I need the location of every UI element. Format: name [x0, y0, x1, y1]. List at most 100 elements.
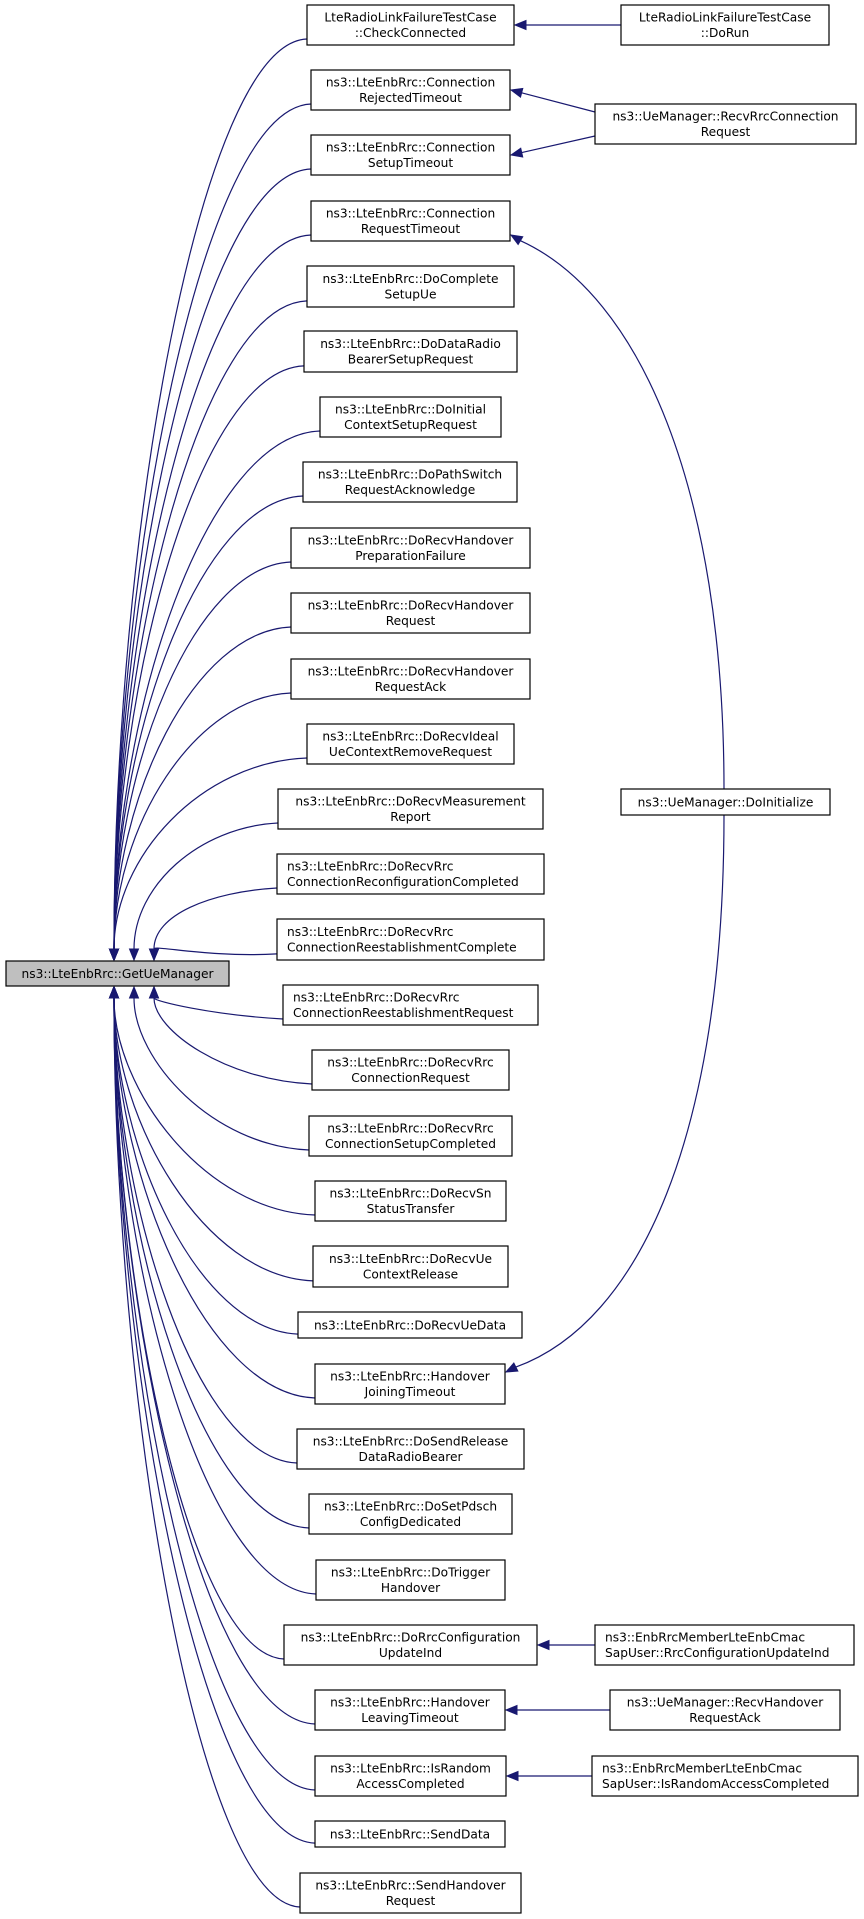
node-label-line: ns3::LteEnbRrc::GetUeManager [22, 967, 215, 981]
node-box [310, 69, 511, 111]
graph-node-do-recv-ue-data[interactable]: ns3::LteEnbRrc::DoRecvUeData [297, 1311, 523, 1339]
node-box [314, 1820, 506, 1848]
node-box [310, 134, 511, 176]
node-label-line: ns3::LteEnbRrc::DoRecvUe [329, 1252, 492, 1266]
graph-node-do-recv-ho-prep-fail[interactable]: ns3::LteEnbRrc::DoRecvHandoverPreparatio… [290, 527, 531, 569]
node-label-line: ::DoRun [701, 26, 749, 40]
node-box [594, 1624, 855, 1666]
node-label-line: ns3::LteEnbRrc::DoRecvHandover [308, 665, 515, 679]
arrowhead-icon [509, 234, 524, 246]
graph-node-ue-mgr-do-initialize[interactable]: ns3::UeManager::DoInitialize [620, 788, 831, 816]
graph-node-do-recv-rrc-conn-request[interactable]: ns3::LteEnbRrc::DoRecvRrcConnectionReque… [311, 1049, 510, 1091]
node-label-line: LteRadioLinkFailureTestCase [639, 11, 811, 25]
node-label-line: ConnectionReestablishmentRequest [293, 1006, 514, 1020]
graph-node-do-initial-context[interactable]: ns3::LteEnbRrc::DoInitialContextSetupReq… [319, 396, 502, 438]
node-label-line: ns3::LteEnbRrc::Handover [330, 1370, 491, 1384]
node-label-line: ns3::LteEnbRrc::Connection [326, 141, 495, 155]
edge-ue-mgr-do-initialize-to-conn-request-timeout [520, 240, 725, 790]
node-box [306, 4, 515, 46]
node-box [5, 960, 230, 987]
node-label-line: ConnectionReconfigurationCompleted [287, 875, 519, 889]
node-box [594, 103, 857, 145]
node-box [310, 200, 511, 242]
graph-node-do-run[interactable]: LteRadioLinkFailureTestCase::DoRun [620, 4, 830, 46]
edge-check-connected-to-root [113, 38, 308, 950]
node-box [314, 1755, 507, 1797]
graph-node-do-path-switch[interactable]: ns3::LteEnbRrc::DoPathSwitchRequestAckno… [302, 461, 518, 503]
edges-layer [108, 19, 725, 1908]
graph-node-check-connected[interactable]: LteRadioLinkFailureTestCase::CheckConnec… [306, 4, 515, 46]
node-label-line: UpdateInd [379, 1646, 442, 1660]
node-label-line: SapUser::IsRandomAccessCompleted [602, 1777, 829, 1791]
graph-node-do-recv-rrc-reconfig[interactable]: ns3::LteEnbRrc::DoRecvRrcConnectionRecon… [276, 853, 545, 895]
node-label-line: ns3::UeManager::RecvRrcConnection [612, 110, 838, 124]
edge-conn-rejected-timeout-to-root [113, 103, 312, 950]
graph-node-conn-rejected-timeout[interactable]: ns3::LteEnbRrc::ConnectionRejectedTimeou… [310, 69, 511, 111]
node-label-line: ConnectionRequest [351, 1071, 470, 1085]
node-label-line: ContextRelease [363, 1268, 458, 1282]
arrowhead-icon [505, 1770, 519, 1782]
graph-node-is-random-access[interactable]: ns3::LteEnbRrc::IsRandomAccessCompleted [314, 1755, 507, 1797]
edge-ho-joining-timeout-to-root [113, 997, 316, 1399]
node-box [290, 527, 531, 569]
node-label-line: SetupTimeout [368, 156, 453, 170]
node-box [296, 1428, 525, 1470]
graph-node-do-recv-rrc-setup-completed[interactable]: ns3::LteEnbRrc::DoRecvRrcConnectionSetup… [308, 1115, 513, 1157]
node-label-line: ns3::LteEnbRrc::DoRecvSn [329, 1187, 491, 1201]
edge-do-recv-ideal-ue-ctx-to-root [113, 757, 308, 950]
node-box [303, 330, 518, 373]
graph-node-do-data-radio-bearer[interactable]: ns3::LteEnbRrc::DoDataRadioBearerSetupRe… [303, 330, 518, 373]
node-label-line: ContextSetupRequest [344, 418, 477, 432]
graph-node-do-send-release-drb[interactable]: ns3::LteEnbRrc::DoSendReleaseDataRadioBe… [296, 1428, 525, 1470]
graph-node-do-recv-rrc-reest-complete[interactable]: ns3::LteEnbRrc::DoRecvRrcConnectionReest… [276, 918, 545, 961]
graph-node-cmac-is-random-access[interactable]: ns3::EnbRrcMemberLteEnbCmacSapUser::IsRa… [591, 1755, 859, 1797]
arrowhead-icon [128, 948, 140, 962]
arrowhead-icon [509, 147, 524, 158]
node-label-line: ns3::LteEnbRrc::SendData [330, 1827, 490, 1841]
node-box [620, 788, 831, 816]
graph-node-send-data[interactable]: ns3::LteEnbRrc::SendData [314, 1820, 506, 1848]
node-label-line: ns3::LteEnbRrc::DoRecvHandover [308, 534, 515, 548]
node-box [297, 1311, 523, 1339]
node-box [311, 1049, 510, 1091]
node-box [299, 1872, 522, 1914]
edge-do-path-switch-to-root [113, 495, 304, 950]
node-label-line: RejectedTimeout [359, 91, 462, 105]
node-label-line: ConfigDedicated [360, 1515, 461, 1529]
graph-node-do-set-pdsch[interactable]: ns3::LteEnbRrc::DoSetPdschConfigDedicate… [308, 1493, 513, 1535]
node-label-line: BearerSetupRequest [348, 353, 474, 367]
edge-do-recv-ho-request-ack-to-root [113, 692, 292, 950]
graph-node-cmac-rrc-config-update[interactable]: ns3::EnbRrcMemberLteEnbCmacSapUser::RrcC… [594, 1624, 855, 1666]
edge-do-trigger-ho-to-root [113, 997, 317, 1595]
node-label-line: ns3::LteEnbRrc::IsRandom [330, 1762, 491, 1776]
edge-ue-mgr-do-initialize-to-ho-joining-timeout [515, 814, 725, 1368]
node-box [306, 265, 515, 308]
node-label-line: LeavingTimeout [361, 1711, 459, 1725]
edge-do-recv-ue-ctx-release-to-root [113, 997, 314, 1282]
node-box [276, 918, 545, 961]
node-label-line: ns3::EnbRrcMemberLteEnbCmac [605, 1631, 805, 1645]
node-label-line: AccessCompleted [356, 1777, 464, 1791]
node-label-line: ns3::LteEnbRrc::DoSendRelease [313, 1435, 509, 1449]
graph-node-do-recv-ideal-ue-ctx[interactable]: ns3::LteEnbRrc::DoRecvIdealUeContextRemo… [306, 723, 515, 765]
node-label-line: Request [701, 125, 751, 139]
node-box [283, 1624, 538, 1666]
node-label-line: ns3::LteEnbRrc::Connection [326, 76, 495, 90]
graph-node-do-rrc-config-update[interactable]: ns3::LteEnbRrc::DoRrcConfigurationUpdate… [283, 1624, 538, 1666]
root-node-get-ue-manager[interactable]: ns3::LteEnbRrc::GetUeManager [5, 960, 230, 987]
graph-node-do-recv-rrc-reest-request[interactable]: ns3::LteEnbRrc::DoRecvRrcConnectionReest… [282, 984, 539, 1026]
